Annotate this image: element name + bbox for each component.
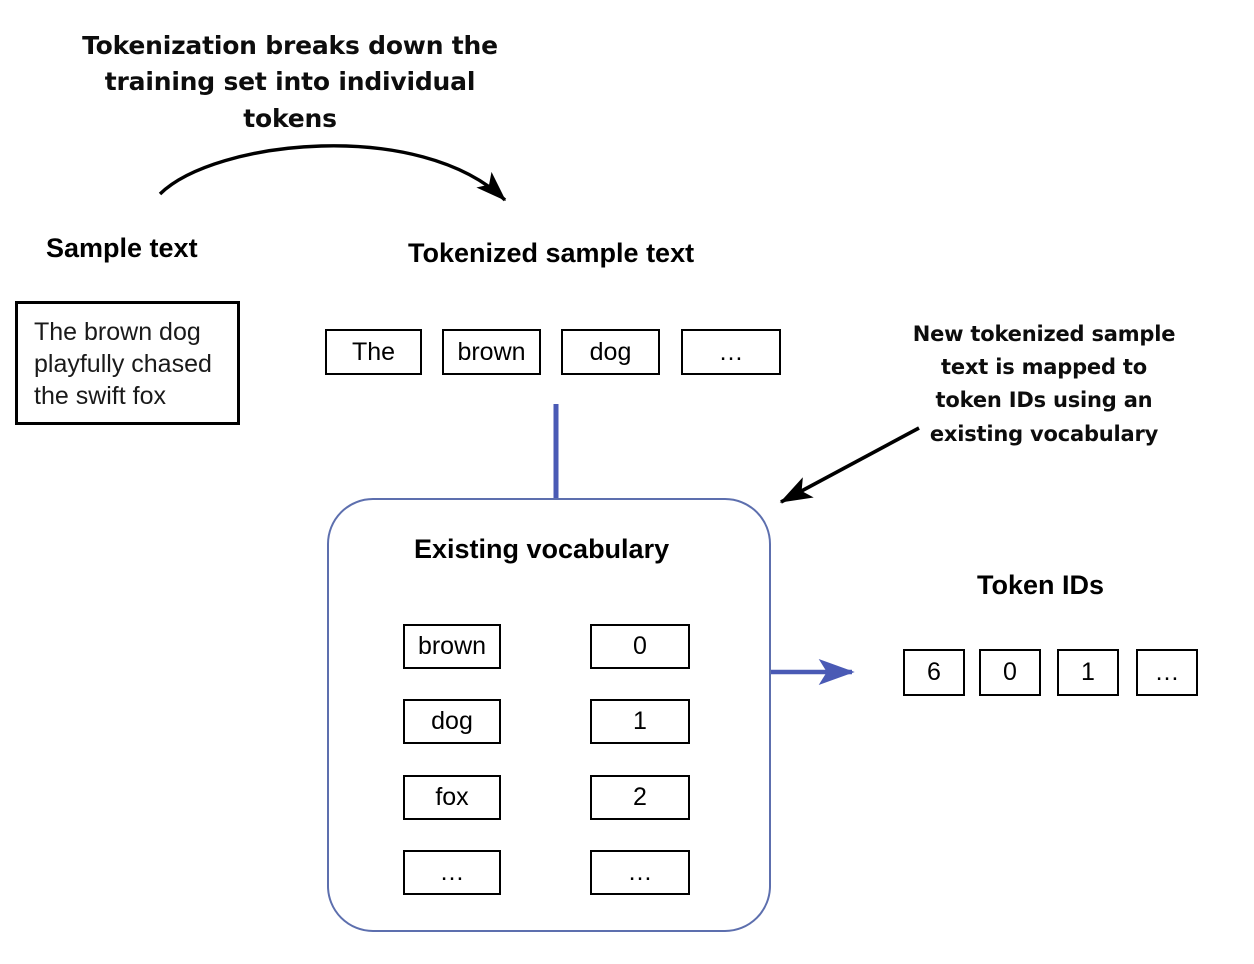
token-id-box: 6 <box>903 649 965 696</box>
vocab-word-box: … <box>403 850 501 895</box>
diagonal-arrow-icon <box>779 426 920 504</box>
right-annotation-line-3: token IDs using an <box>935 388 1153 413</box>
top-annotation: Tokenization breaks down the training se… <box>70 28 510 137</box>
vocab-id-box: … <box>590 850 690 895</box>
token-box: brown <box>442 329 541 375</box>
heading-existing-vocabulary: Existing vocabulary <box>414 534 670 564</box>
heading-sample-text: Sample text <box>46 233 198 263</box>
token-box: … <box>681 329 781 375</box>
token-box: dog <box>561 329 660 375</box>
token-id-box: 0 <box>979 649 1041 696</box>
heading-token-ids: Token IDs <box>977 570 1105 600</box>
sample-text-line-1: The brown dog <box>34 318 201 346</box>
vocab-id-box: 0 <box>590 624 690 669</box>
sample-text-box: The brown dog playfully chased the swift… <box>15 301 240 425</box>
right-annotation: New tokenized sample text is mapped to t… <box>906 318 1182 451</box>
curved-arrow-icon <box>158 144 507 202</box>
sample-text-line-2: playfully chased <box>34 350 212 378</box>
top-annotation-line-1: Tokenization breaks down the <box>82 31 498 60</box>
sample-text-line-3: the swift fox <box>34 382 166 410</box>
right-annotation-line-1: New tokenized sample <box>912 322 1176 346</box>
token-id-box: 1 <box>1057 649 1119 696</box>
vocab-id-box: 2 <box>590 775 690 820</box>
vocab-word-box: fox <box>403 775 501 820</box>
vocab-id-box: 1 <box>590 699 690 744</box>
token-id-box: … <box>1136 649 1198 696</box>
vocab-word-box: dog <box>403 699 501 744</box>
heading-tokenized-sample-text: Tokenized sample text <box>408 238 695 268</box>
right-annotation-line-4: existing vocabulary <box>929 421 1159 446</box>
top-annotation-line-2: training set into individual tokens <box>104 67 476 133</box>
right-annotation-line-2: text is mapped to <box>941 355 1147 380</box>
token-box: The <box>325 329 422 375</box>
vocab-word-box: brown <box>403 624 501 669</box>
existing-vocabulary-container <box>327 498 771 932</box>
